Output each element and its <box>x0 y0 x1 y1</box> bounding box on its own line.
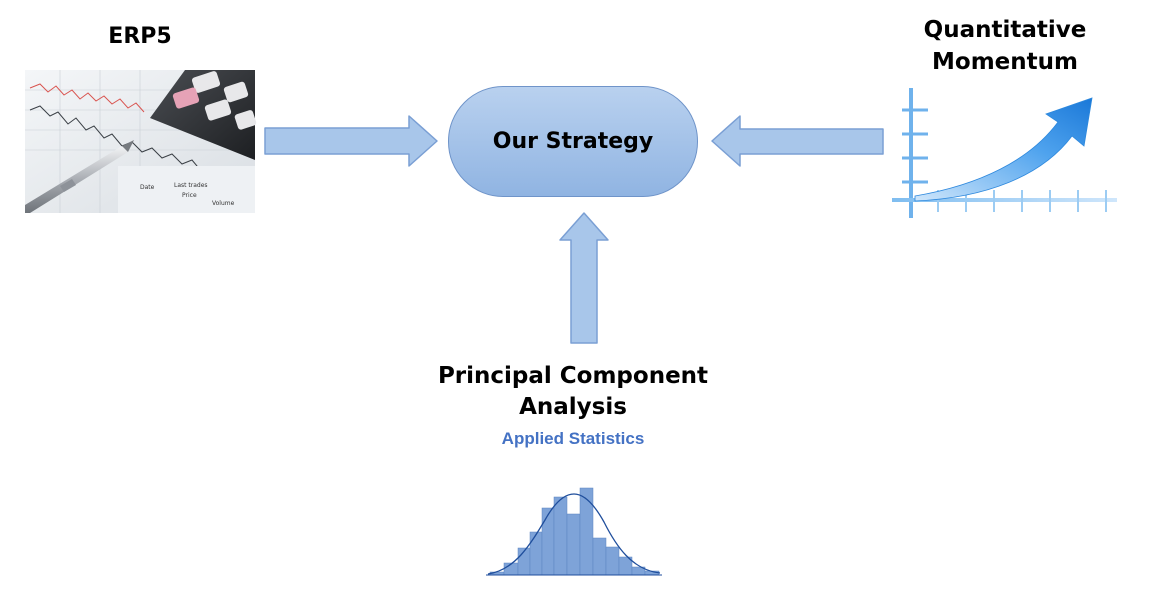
histogram-icon <box>486 487 662 576</box>
erp5-table-header-volume: Volume <box>212 200 235 207</box>
momentum-y-axis <box>909 88 913 218</box>
pca-label: Principal Component Analysis <box>400 361 746 423</box>
rising-arrow-graph-icon <box>892 88 1117 218</box>
erp5-table-header-price: Price <box>182 192 197 199</box>
rising-arrow <box>914 97 1093 202</box>
erp5-table-header-last-trades: Last trades <box>174 182 208 189</box>
pen-icon <box>25 140 134 213</box>
arrow-erp5-to-strategy <box>264 115 438 167</box>
pca-label-line2: Analysis <box>519 394 627 420</box>
applied-statistics-label: Applied Statistics <box>501 429 645 448</box>
pca-label-line1: Principal Component <box>437 363 709 389</box>
erp5-table-header-date: Date <box>140 184 155 191</box>
erp5-label: ERP5 <box>108 24 172 49</box>
our-strategy-label: Our Strategy <box>492 129 654 154</box>
arrow-pca-to-strategy <box>559 212 609 344</box>
normal-curve <box>487 493 661 575</box>
quantitative-momentum-label: Quantitative Momentum <box>880 14 1130 78</box>
erp5-image: Date Last trades Price Volume <box>25 70 257 213</box>
erp5-price-line-red <box>29 83 145 113</box>
our-strategy-node: Our Strategy <box>448 86 698 197</box>
quantitative-momentum-label-line1: Quantitative <box>923 17 1087 43</box>
momentum-y-ticks <box>902 108 928 184</box>
arrow-momentum-to-strategy <box>711 115 884 167</box>
momentum-x-axis <box>892 198 1117 202</box>
calculator-icon <box>150 70 257 160</box>
erp5-trade-table <box>118 166 255 213</box>
quantitative-momentum-label-line2: Momentum <box>932 49 1078 75</box>
